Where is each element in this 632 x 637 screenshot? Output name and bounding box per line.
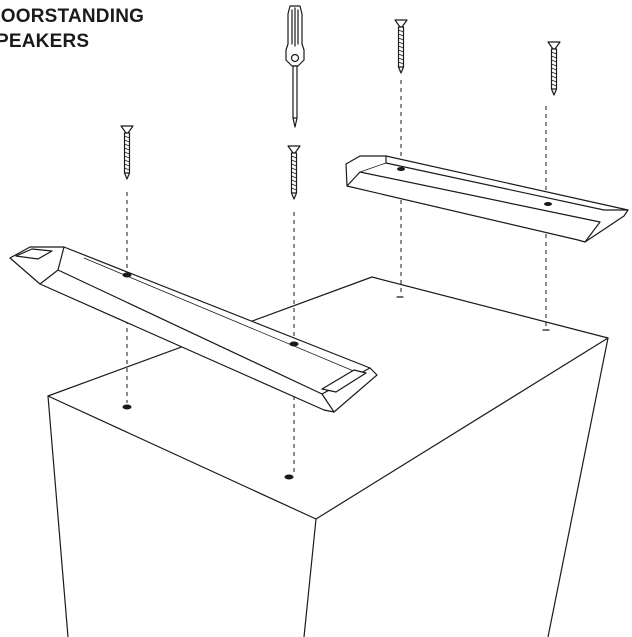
speaker-cabinet <box>47 276 609 637</box>
screw-icon <box>120 19 561 200</box>
screwdriver-icon <box>285 5 305 128</box>
hole-front-left <box>122 404 132 410</box>
mounting-holes <box>122 296 550 480</box>
title-line-1: LOORSTANDING <box>0 6 145 27</box>
front-foot <box>9 246 378 413</box>
hole-front-right <box>284 474 294 480</box>
page-title: LOORSTANDING PEAKERS <box>0 4 144 54</box>
title-line-2: PEAKERS <box>0 31 90 52</box>
back-foot <box>345 155 629 243</box>
